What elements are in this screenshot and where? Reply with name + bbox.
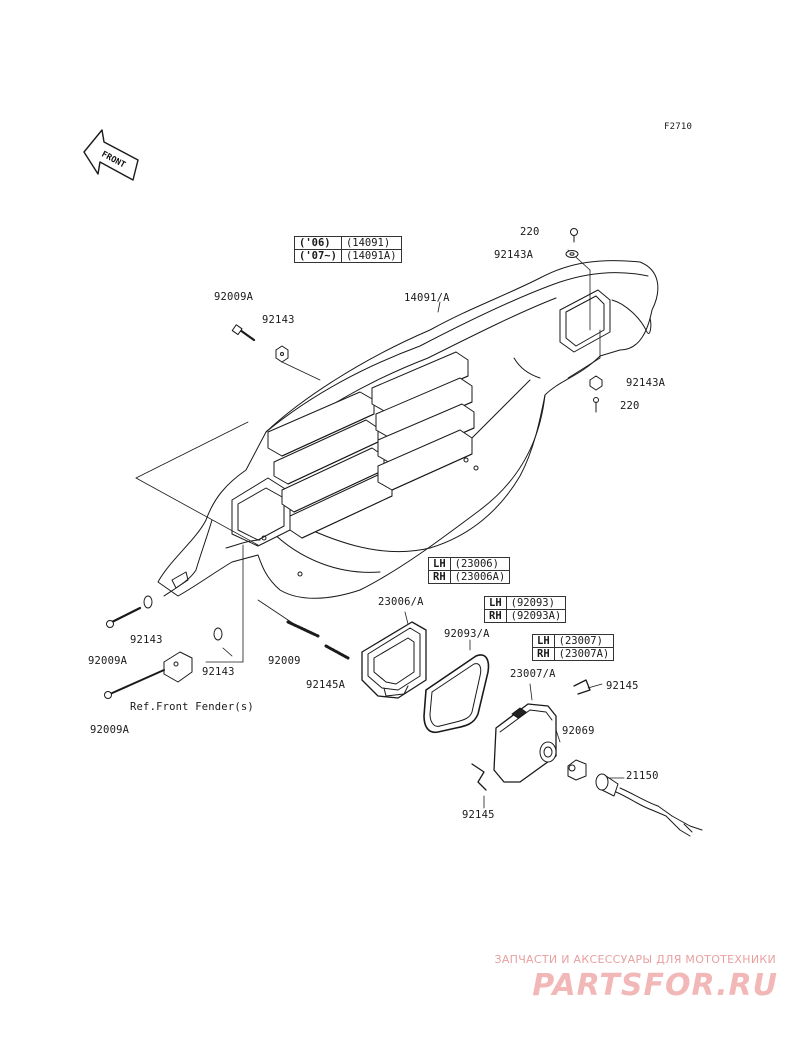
table-cover-variants: ('06) (14091) ('07~) (14091A) xyxy=(294,236,402,263)
washer-92143-left xyxy=(143,595,153,609)
screw-220-right xyxy=(593,397,599,413)
table-cell-part: (23007) xyxy=(553,634,615,648)
clip-92145-right xyxy=(573,679,591,695)
label-21150: 21150 xyxy=(626,770,659,782)
seal-92093 xyxy=(423,654,490,734)
bracket-ref-front-fender xyxy=(163,651,193,683)
label-92143-mid: 92143 xyxy=(202,666,235,678)
label-14091A: 14091/A xyxy=(404,292,450,304)
watermark-logo: PARTSFOR.RU xyxy=(532,968,778,1003)
label-92009: 92009 xyxy=(268,655,301,667)
table-row: LH (92093) xyxy=(484,596,567,610)
label-23006A: 23006/A xyxy=(378,596,424,608)
label-92143-left: 92143 xyxy=(130,634,163,646)
table-23006-variants: LH (23006) RH (23006A) xyxy=(428,557,511,584)
table-cell-part: (23006) xyxy=(449,557,511,571)
table-cell-side: RH xyxy=(484,609,507,623)
label-92009A-bottom: 92009A xyxy=(90,724,130,736)
nut-92143-top xyxy=(275,345,289,363)
table-92093-variants: LH (92093) RH (92093A) xyxy=(484,596,567,623)
spring-92009 xyxy=(286,620,320,638)
bolt-92009A-left xyxy=(106,606,142,628)
table-cell-side: RH xyxy=(428,570,451,584)
label-92009A-left: 92009A xyxy=(88,655,128,667)
table-cell-year: ('06) xyxy=(294,236,342,250)
bolt-92009A-top xyxy=(231,324,256,342)
table-cell-part: (23007A) xyxy=(553,647,615,661)
table-cell-part: (14091) xyxy=(340,236,402,250)
table-row: RH (23007A) xyxy=(532,647,615,661)
socket-harness-21150 xyxy=(595,773,703,837)
headlight-unit-23007 xyxy=(493,703,557,783)
table-cell-part: (23006A) xyxy=(449,570,511,584)
table-row: ('06) (14091) xyxy=(294,236,402,250)
bulb-92069 xyxy=(567,759,587,781)
table-cell-side: LH xyxy=(428,557,451,571)
table-row: LH (23006) xyxy=(428,557,511,571)
bolt-92009A-bottom xyxy=(104,669,165,699)
headlight-cover-14091 xyxy=(157,260,659,599)
screw-220-top xyxy=(570,228,578,243)
washer-92143A-top xyxy=(565,250,579,258)
label-ref-front-fender: Ref.Front Fender(s) xyxy=(130,701,254,713)
table-row: RH (23006A) xyxy=(428,570,511,584)
label-92143-top: 92143 xyxy=(262,314,295,326)
label-92143A-right: 92143A xyxy=(626,377,666,389)
label-92143A-top: 92143A xyxy=(494,249,534,261)
table-cell-part: (14091A) xyxy=(340,249,402,263)
table-row: RH (92093A) xyxy=(484,609,567,623)
table-cell-side: RH xyxy=(532,647,555,661)
table-cell-part: (92093A) xyxy=(505,609,567,623)
table-cell-side: LH xyxy=(484,596,507,610)
spring-92145A xyxy=(324,644,350,660)
watermark-tagline: ЗАПЧАСТИ И АКСЕССУАРЫ ДЛЯ МОТОТЕХНИКИ xyxy=(494,953,776,966)
table-row: ('07~) (14091A) xyxy=(294,249,402,263)
label-220-right: 220 xyxy=(620,400,640,412)
label-92145-right: 92145 xyxy=(606,680,639,692)
table-row: LH (23007) xyxy=(532,634,615,648)
label-92009A-top: 92009A xyxy=(214,291,254,303)
clip-92145-bottom xyxy=(471,763,487,791)
nut-92143A-right xyxy=(589,375,603,391)
table-cell-part: (92093) xyxy=(505,596,567,610)
label-220-top: 220 xyxy=(520,226,540,238)
table-cell-year: ('07~) xyxy=(294,249,342,263)
front-arrow-icon: FRONT xyxy=(83,129,139,181)
label-92069: 92069 xyxy=(562,725,595,737)
diagram-code: F2710 xyxy=(664,122,693,132)
label-92093A: 92093/A xyxy=(444,628,490,640)
label-92145A: 92145A xyxy=(306,679,346,691)
label-92145-bottom: 92145 xyxy=(462,809,495,821)
washer-92143-mid xyxy=(213,627,223,641)
table-23007-variants: LH (23007) RH (23007A) xyxy=(532,634,615,661)
table-cell-side: LH xyxy=(532,634,555,648)
label-23007A: 23007/A xyxy=(510,668,556,680)
headlight-housing-23006 xyxy=(361,621,427,699)
